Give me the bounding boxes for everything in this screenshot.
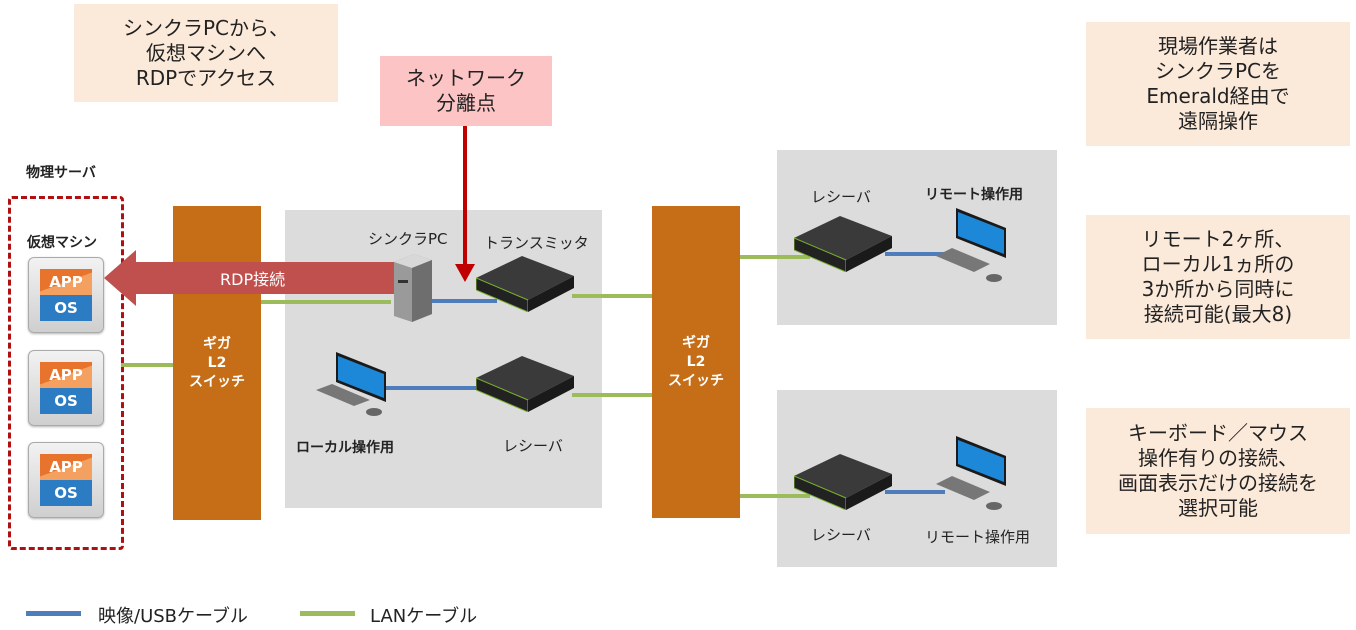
receiver-label-local: レシーバ [503,437,563,455]
network-split-arrow [455,126,475,282]
app-layer: APP [40,362,92,388]
legend-lan-label: LANケーブル [370,606,478,627]
receiver-icon-local[interactable] [476,356,576,412]
os-layer: OS [40,480,92,506]
receiver-icon-remote1[interactable] [794,216,894,272]
lan-cable-switch-thinclient [261,300,391,304]
app-layer: APP [40,269,92,295]
simultaneous-connection-note: リモート2ヶ所、 ローカル1ヵ所の 3か所から同時に 接続可能(最大8) [1086,215,1350,339]
receiver-label-remote1: レシーバ [811,188,871,206]
remote-pc-label-1: リモート操作用 [925,187,1023,203]
lan-cable-receiver-switch [572,393,652,397]
lan-cable-server-switch [121,363,173,367]
legend-lan-swatch [300,611,355,616]
legend-usb-label: 映像/USBケーブル [98,606,248,627]
os-layer: OS [40,295,92,321]
receiver-icon-remote2[interactable] [794,454,894,510]
thinclient-pc-label: シンクラPC [368,230,448,248]
rdp-arrow-label: RDP接続 [220,270,286,289]
rdp-access-note: シンクラPCから、 仮想マシンへ RDPでアクセス [74,4,338,102]
lan-cable-transmitter-switch [572,294,652,298]
vm-label: 仮想マシン [27,235,97,251]
app-layer: APP [40,454,92,480]
remote-operation-note: 現場作業者は シンクラPCを Emerald経由で 遠隔操作 [1086,22,1350,146]
remote-pc-icon-1[interactable] [936,206,1011,286]
os-layer: OS [40,388,92,414]
rdp-arrow [104,250,404,306]
transmitter-label: トランスミッタ [484,234,589,252]
remote-pc-label-2: リモート操作用 [925,528,1031,546]
l2-switch-right[interactable]: ギガ L2 スイッチ [652,206,740,518]
receiver-label-remote2: レシーバ [811,526,871,544]
l2-switch-left[interactable]: ギガ L2 スイッチ [173,206,261,520]
mode-select-note: キーボード／マウス 操作有りの接続、 画面表示だけの接続を 選択可能 [1086,408,1350,534]
usb-cable-local-receiver [385,386,500,390]
physical-server-label: 物理サーバ [26,165,96,181]
thinclient-pc-icon[interactable] [386,252,436,324]
local-pc-icon[interactable] [316,350,391,418]
usb-cable-remote1 [885,252,945,256]
physical-server-frame [8,196,124,550]
transmitter-icon[interactable] [476,256,576,312]
local-pc-label: ローカル操作用 [296,440,394,456]
usb-cable-remote2 [885,490,945,494]
network-split-note: ネットワーク 分離点 [380,56,552,126]
lan-cable-switch-remote2 [740,494,810,498]
remote-pc-icon-2[interactable] [936,434,1011,514]
usb-cable-thinclient-transmitter [432,299,497,303]
lan-cable-switch-remote1 [740,255,810,259]
legend-usb-swatch [26,611,81,616]
